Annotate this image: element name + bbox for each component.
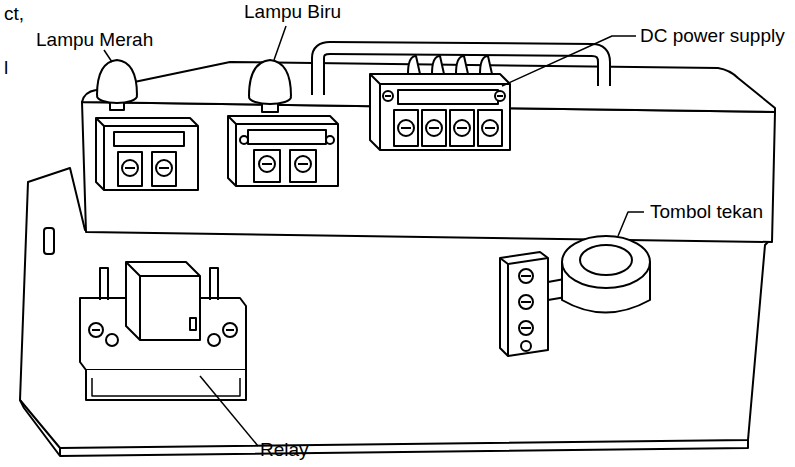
part-label: Relay xyxy=(260,440,309,461)
part-label: Lampu Biru xyxy=(244,2,341,23)
part-label: Lampu Merah xyxy=(36,30,153,51)
cut-label: ct, xyxy=(4,4,24,25)
part-label: Tombol tekan xyxy=(650,202,763,223)
part-label: DC power supply xyxy=(640,26,785,47)
cut-label: l xyxy=(4,58,8,79)
